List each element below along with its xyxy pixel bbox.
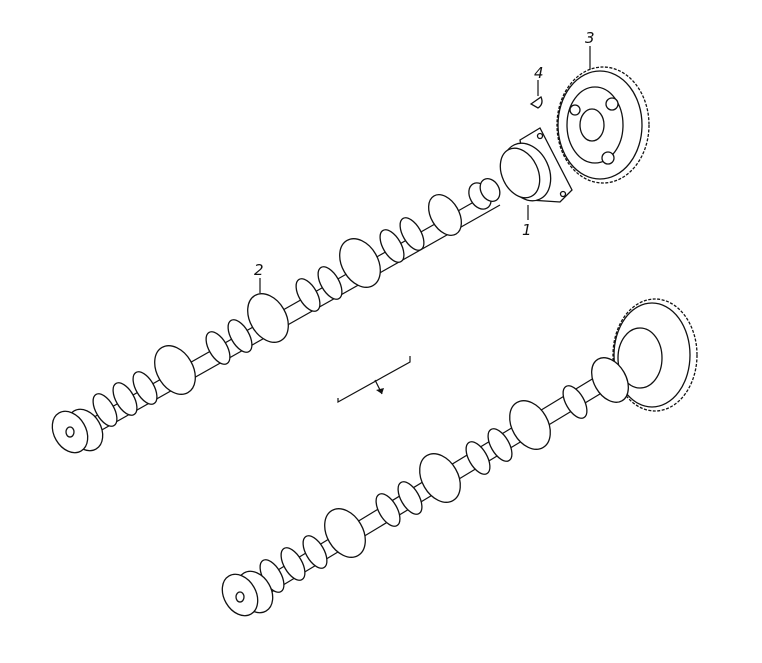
callout-2: 2 [254, 261, 264, 279]
callout-1: 1 [522, 221, 532, 239]
callout-4: 4 [534, 64, 544, 82]
thrust-flange [499, 127, 573, 203]
assembly-arrow [337, 356, 411, 404]
assembled-camshaft [221, 298, 698, 617]
camshaft-gear [556, 66, 650, 184]
camshaft [51, 178, 501, 454]
woodruff-key [529, 96, 543, 109]
callout-3: 3 [585, 29, 595, 47]
